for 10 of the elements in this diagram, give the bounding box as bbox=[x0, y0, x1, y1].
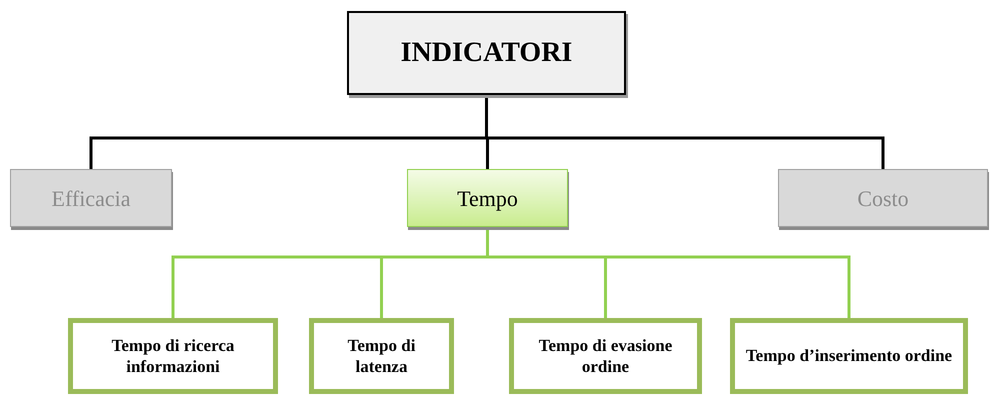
category-box: Costo bbox=[778, 169, 988, 227]
indicator-box: Tempo di latenza bbox=[309, 318, 454, 394]
connector-line bbox=[486, 227, 850, 318]
category-box: Tempo bbox=[407, 169, 568, 227]
title-box: INDICATORI bbox=[347, 11, 626, 95]
connector-line bbox=[485, 95, 884, 169]
category-box: Efficacia bbox=[10, 169, 172, 227]
indicator-box: Tempo di evasione ordine bbox=[509, 318, 702, 394]
indicator-box: Tempo di ricerca informazioni bbox=[68, 318, 278, 394]
indicator-box: Tempo d’inserimento ordine bbox=[730, 318, 968, 394]
